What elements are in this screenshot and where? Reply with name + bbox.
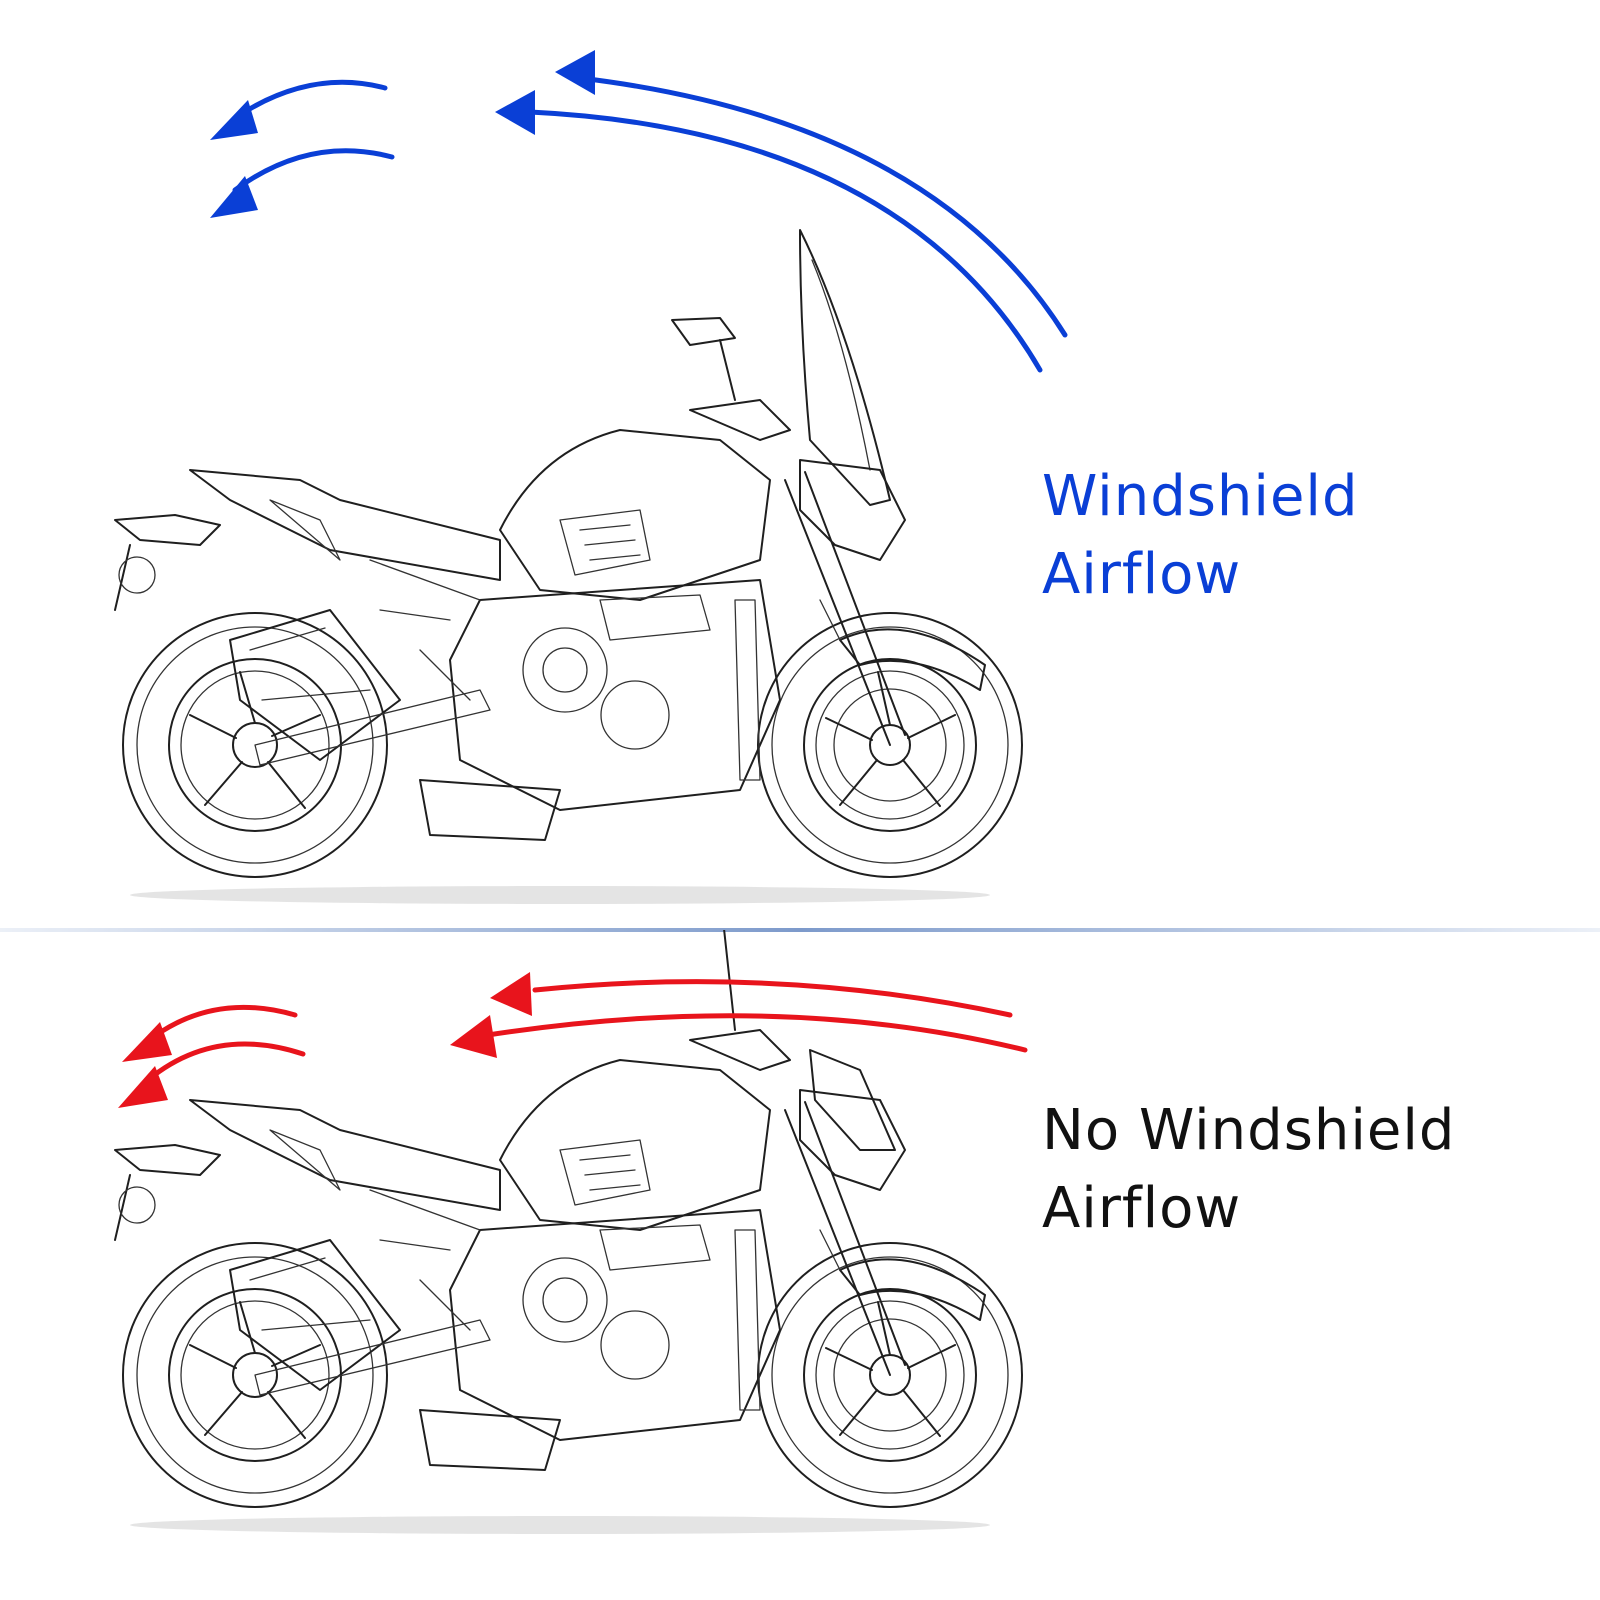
no-windshield-airflow-arrows [118,972,1028,1108]
airflow-arrow-upper-short-red [149,1004,298,1041]
windshield-airflow-label: Windshield Airflow [1042,458,1359,614]
windshield-panel: Windshield Airflow [114,50,1359,904]
airflow-arrow-upper-short [232,79,388,121]
motorcycle-without-windshield [114,930,1023,1534]
panel-divider [0,928,1600,932]
airflow-arrow-upper-long [577,75,1068,338]
no-windshield-label-line1: No Windshield [1042,1098,1456,1163]
no-windshield-motorcycle-drawing [114,930,1028,1534]
airflow-arrow-lower-short-red [145,1041,306,1083]
windshield-label-line1: Windshield [1042,464,1359,529]
no-windshield-panel: No Windshield Airflow [0,930,1600,1600]
airflow-arrow-upper-long-red [532,979,1013,1018]
windshield-label-line2: Airflow [1042,542,1242,607]
windshield-motorcycle-drawing [114,50,1068,904]
windshield-airflow-arrows [210,50,1068,373]
airflow-arrow-lower-short [232,148,395,193]
airflow-arrow-lower-long [527,109,1043,373]
no-windshield-airflow-label: No Windshield Airflow [1042,1092,1455,1248]
motorcycle-with-windshield [114,229,1023,904]
airflow-arrow-lower-long-red [485,1013,1028,1053]
no-windshield-label-line2: Airflow [1042,1176,1242,1241]
